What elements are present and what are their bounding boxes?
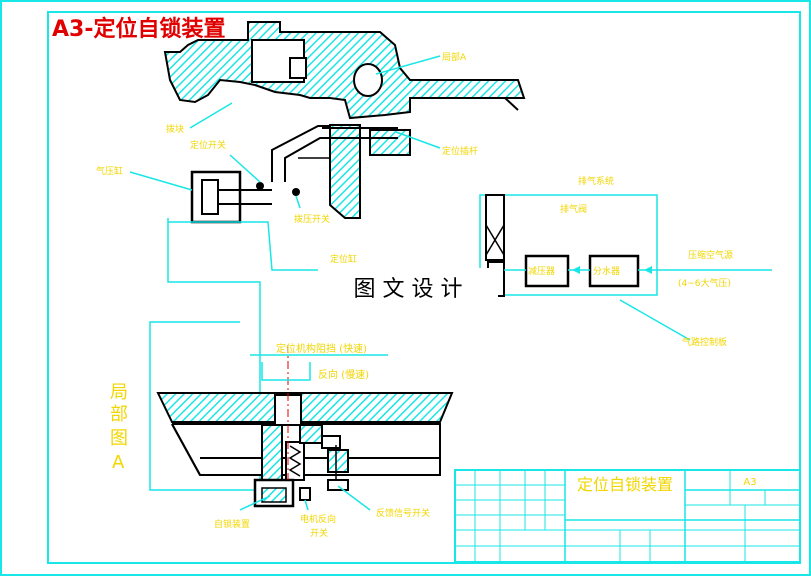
label-locating-cylinder: 定位缸 [330,253,357,265]
exhaust-valve [485,194,505,261]
side-label-2: 图 [110,428,128,449]
label-exhaust-valve: 排气阀 [560,203,587,215]
label-control-panel: 气路控制板 [682,336,727,348]
labels: 局部A 拨块 定位插杆 定位开关 气压缸 拨压开关 排气系统 排气阀 定位缸 减… [96,51,733,539]
local-view-a [156,345,454,511]
upper-mechanism [163,21,526,224]
label-pressure-reducer: 减压器 [528,265,555,277]
label-local-a: 局部A [442,51,467,63]
side-label-3: A [112,452,125,473]
pressure-reducer [524,254,570,288]
title-block: 定位自锁装置 A3 [454,469,801,563]
upper-plate [156,392,454,423]
rod-guide [369,129,411,156]
label-pressure: (4~6大气压) [678,277,731,289]
pneumatic-panel [479,194,772,341]
water-separator [588,254,640,288]
label-slow: 反向 (慢速) [318,368,369,381]
label-motor-reverse: 电机反向 [300,513,336,525]
label-locating-rod: 定位插杆 [442,145,478,157]
inner-frame [47,11,801,564]
drawing-title: A3-定位自锁装置 [52,16,225,42]
side-label-0: 局 [110,382,128,403]
title-block-size: A3 [743,477,756,488]
pin-hole [353,63,383,97]
label-locating-switch: 定位开关 [190,139,226,151]
locating-rod [329,124,361,219]
label-self-lock: 自锁装置 [214,518,250,530]
spring [288,445,302,477]
label-fast: 定位机构阻挡 (快速) [276,342,367,355]
label-press-switch: 拨压开关 [294,213,330,225]
square-key [289,57,307,79]
label-switch: 开关 [310,527,328,539]
label-feedback: 反馈信号开关 [376,507,430,519]
label-water-separator: 分水器 [593,265,620,277]
watermark-text: 图 文 设 计 [354,277,463,302]
label-bo-kuai: 拨块 [166,123,184,135]
watermark-box [318,268,498,306]
label-air-cylinder: 气压缸 [96,165,123,177]
label-exhaust-system: 排气系统 [578,175,614,187]
side-label-1: 部 [110,404,128,425]
title-block-name: 定位自锁装置 [577,475,673,494]
label-compressed-air: 压缩空气源 [688,249,733,261]
